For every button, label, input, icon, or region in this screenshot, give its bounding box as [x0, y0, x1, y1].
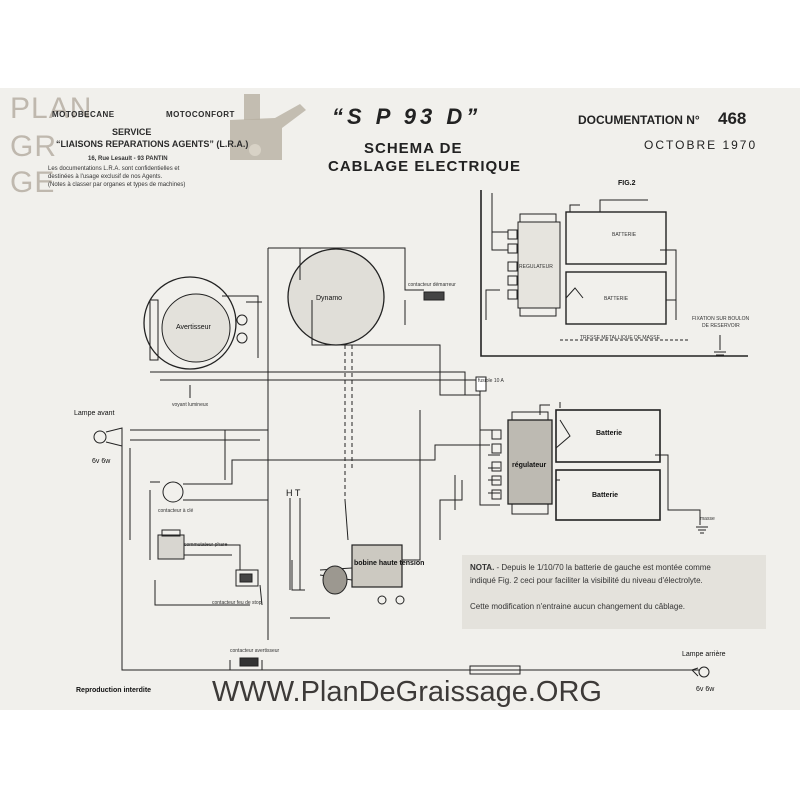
batterie-bottom [555, 469, 661, 521]
watermark-gr: GR [10, 130, 57, 163]
fig2-terminals [507, 229, 518, 300]
lampe-arriere-spec: 6v 6w [696, 686, 715, 693]
ht-label: H T [286, 488, 301, 498]
batterie-top [555, 409, 661, 463]
fig2-frame [480, 190, 748, 357]
doc-label: DOCUMENTATION N° [578, 113, 700, 127]
regulateur-terminals [491, 429, 502, 500]
watermark-url: WWW.PlanDeGraissage.ORG [212, 676, 602, 708]
fig2-batterie-bottom-label: BATTERIE [604, 296, 629, 302]
avertisseur-outer [143, 276, 237, 370]
contacteur-cle-label: contacteur à clé [158, 508, 194, 514]
fusible-label: fusible 10 A [478, 378, 504, 384]
brand-motobecane: MOTOBECANE [52, 110, 115, 119]
masse-label: masse [700, 516, 715, 522]
address: 16, Rue Lesault - 93 PANTIN [88, 156, 168, 162]
dynamo-label: Dynamo [316, 295, 343, 302]
fig2-regulateur-label: REGULATEUR [519, 264, 553, 270]
fig2-batterie-top-label: BATTERIE [612, 232, 637, 238]
lampe-avant-spec: 6v 6w [92, 458, 111, 465]
contacteur-demarreur-label: contacteur démarreur [408, 282, 456, 288]
batterie-top-label: Batterie [596, 430, 623, 437]
doc-number: 468 [718, 109, 747, 128]
doc-date: OCTOBRE 1970 [644, 138, 758, 152]
nota-box [462, 555, 766, 629]
lampe-arriere-label: Lampe arrière [682, 651, 726, 658]
fig2-tresse: TRESSE METALLIQUE DE MASSE [580, 335, 660, 341]
lampe-arriere-bulb [698, 666, 710, 678]
reproduction-label: Reproduction interdite [76, 687, 152, 694]
subtitle-line2: CABLAGE ELECTRIQUE [328, 158, 522, 175]
nota-text-2: Cette modification n'entraine aucun chan… [470, 602, 686, 611]
fig2-regulateur [517, 221, 561, 309]
nota-text-1: - Depuis le 1/10/70 la batterie de gauch… [470, 563, 711, 585]
bobine [351, 544, 403, 588]
avertisseur-label: Avertisseur [176, 324, 211, 331]
regulateur-label: régulateur [512, 462, 547, 469]
lampe-avant-label: Lampe avant [74, 410, 115, 417]
mascot-oilcan [230, 94, 306, 160]
fig2-fixation1: FIXATION SUR BOULON [692, 316, 750, 322]
letterhead-note1: Les documentations L.R.A. sont confident… [48, 166, 180, 172]
contacteur-avertisseur-label: contacteur avertisseur [230, 648, 280, 654]
letterhead-note3: (Notes à classer par organes et types de… [48, 182, 186, 188]
avertisseur-inner [161, 293, 231, 363]
commutateur-phare-label: commutateur phare [184, 542, 228, 548]
service-label: SERVICE [112, 127, 152, 137]
subtitle-line1: SCHEMA DE [364, 140, 463, 157]
contacteur-feu-stop-label: contacteur feu de stop [212, 600, 262, 606]
page-title: “S P 93 D” [332, 104, 482, 129]
fig2-fixation2: DE RESERVOIR [702, 323, 740, 329]
contacteur-cle [162, 481, 184, 503]
lampe-avant-bulb [93, 430, 107, 444]
fig2-batterie-top [565, 211, 667, 265]
voyant-lumineux-label: voyant lumineux [172, 402, 209, 408]
nota-paragraph-1: NOTA. - Depuis le 1/10/70 la batterie de… [470, 561, 720, 587]
brand-motoconfort: MOTOCONFORT [166, 110, 235, 119]
service-name: “LIAISONS REPARATIONS AGENTS” (L.R.A.) [56, 139, 249, 149]
bobine-label: bobine haute tension [354, 560, 425, 567]
watermark-plan: PLAN [10, 92, 93, 125]
letterhead-note2: destinées à l'usage exclusif de nos Agen… [48, 174, 163, 180]
fig2-label: FIG.2 [618, 180, 636, 187]
nota-lead: NOTA. [470, 563, 495, 572]
commutateur-phare [157, 534, 185, 560]
watermark-ge: GE [10, 166, 56, 199]
batterie-bottom-label: Batterie [592, 492, 619, 499]
